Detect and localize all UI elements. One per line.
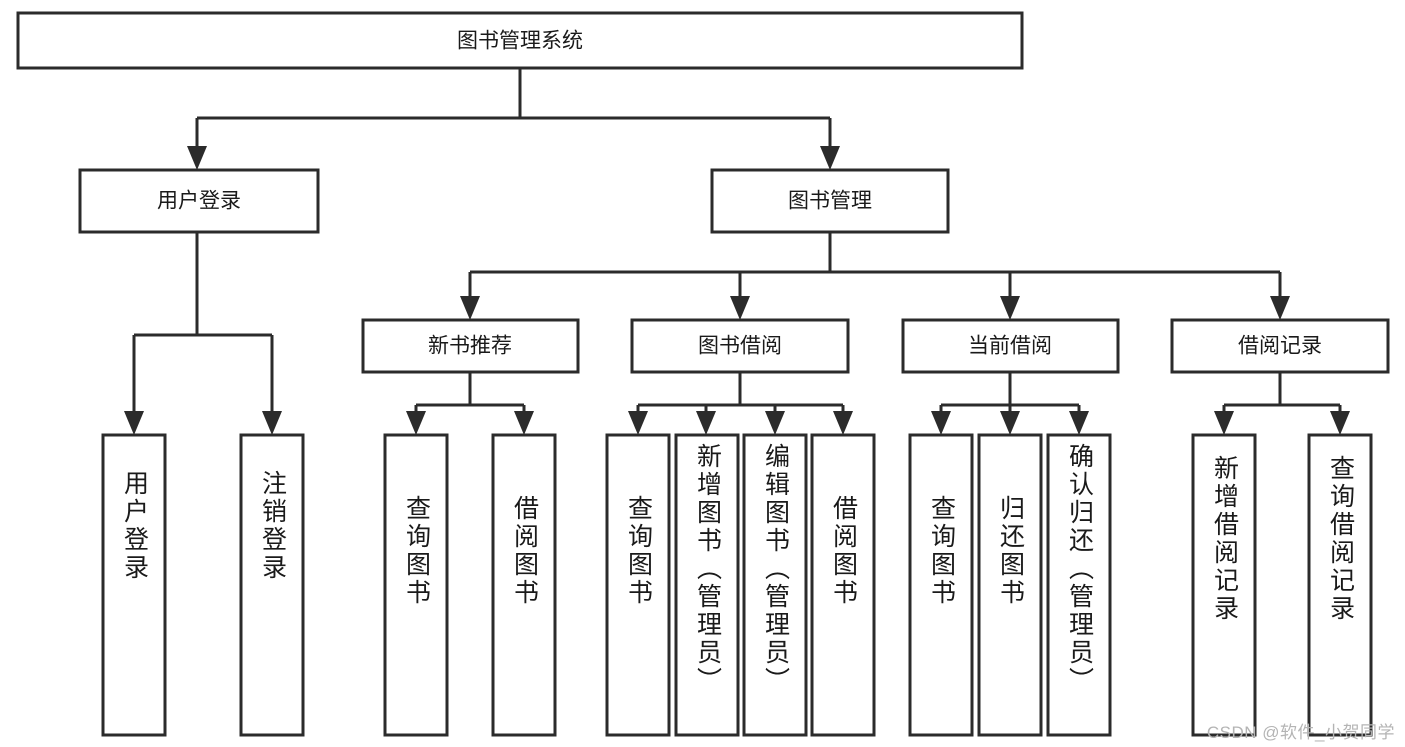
arrow-current-borrow-leaf-3 — [1069, 411, 1089, 435]
leaf-rect-user-login-1[interactable] — [101, 433, 167, 737]
arrow-borrow-record-leaf-2 — [1330, 411, 1350, 435]
node-new-book-recommend-label: 新书推荐 — [428, 335, 512, 358]
edges-borrow-record-to-leaves — [1214, 372, 1350, 435]
leaf-rect-borrow-record-1[interactable] — [1191, 433, 1257, 737]
node-book-borrow-label: 图书借阅 — [698, 335, 782, 358]
arrow-user-login-leaf-1 — [124, 411, 144, 435]
leaf-rect-book-borrow-1[interactable] — [605, 433, 671, 737]
leaf-rect-current-borrow-1[interactable] — [908, 433, 974, 737]
arrow-current-borrow-leaf-1 — [931, 411, 951, 435]
node-user-login[interactable]: 用户登录 — [78, 168, 320, 234]
arrow-to-new-book — [460, 296, 480, 320]
node-book-borrow-rect[interactable] — [630, 318, 850, 374]
node-new-book-recommend-rect[interactable] — [361, 318, 580, 374]
arrow-new-book-leaf-1 — [406, 411, 426, 435]
node-borrow-record-label: 借阅记录 — [1238, 335, 1322, 358]
edges-book-borrow-to-leaves — [628, 372, 853, 435]
leaf-rect-borrow-record-2[interactable] — [1307, 433, 1373, 737]
node-root-label: 图书管理系统 — [457, 30, 583, 53]
arrow-to-user-login — [187, 146, 207, 170]
arrow-to-current-borrow — [1000, 296, 1020, 320]
node-book-management-rect[interactable] — [710, 168, 950, 234]
arrow-to-book-borrow — [730, 296, 750, 320]
arrow-current-borrow-leaf-2 — [1000, 411, 1020, 435]
leaf-rect-new-book-1[interactable] — [383, 433, 449, 737]
leaf-rect-user-login-2[interactable] — [239, 433, 305, 737]
node-book-management[interactable]: 图书管理 — [710, 168, 950, 234]
node-user-login-label: 用户登录 — [157, 190, 241, 213]
node-book-borrow[interactable]: 图书借阅 — [630, 318, 850, 374]
arrow-book-borrow-leaf-4 — [833, 411, 853, 435]
node-borrow-record[interactable]: 借阅记录 — [1170, 318, 1390, 374]
arrow-book-borrow-leaf-1 — [628, 411, 648, 435]
node-book-management-label: 图书管理 — [788, 190, 872, 213]
leaf-rect-book-borrow-3[interactable] — [742, 433, 808, 737]
arrow-book-borrow-leaf-3 — [765, 411, 785, 435]
csdn-watermark: CSDN @软件_小贺同学 — [1206, 723, 1395, 742]
edges-user-login-to-leaves — [124, 232, 282, 435]
edges-new-book-to-leaves — [406, 372, 534, 435]
leaf-rect-current-borrow-3[interactable] — [1046, 433, 1112, 737]
node-current-borrow-label: 当前借阅 — [968, 335, 1052, 358]
edges-current-borrow-to-leaves — [931, 372, 1089, 435]
node-new-book-recommend[interactable]: 新书推荐 — [361, 318, 580, 374]
node-current-borrow-rect[interactable] — [901, 318, 1120, 374]
leaf-rect-book-borrow-2[interactable] — [674, 433, 740, 737]
leaf-rect-book-borrow-4[interactable] — [810, 433, 876, 737]
arrow-borrow-record-leaf-1 — [1214, 411, 1234, 435]
node-user-login-rect[interactable] — [78, 168, 320, 234]
arrow-user-login-leaf-2 — [262, 411, 282, 435]
node-current-borrow[interactable]: 当前借阅 — [901, 318, 1120, 374]
edges-book-mgmt-to-level3 — [460, 232, 1290, 320]
node-root-rect[interactable] — [16, 11, 1024, 70]
arrow-to-book-mgmt — [820, 146, 840, 170]
leaf-rect-new-book-2[interactable] — [491, 433, 557, 737]
arrow-book-borrow-leaf-2 — [696, 411, 716, 435]
arrow-to-borrow-record — [1270, 296, 1290, 320]
arrow-new-book-leaf-2 — [514, 411, 534, 435]
node-root[interactable]: 图书管理系统 — [16, 11, 1024, 70]
edges-root-to-level2 — [187, 68, 840, 170]
node-borrow-record-rect[interactable] — [1170, 318, 1390, 374]
leaf-rect-current-borrow-2[interactable] — [977, 433, 1043, 737]
